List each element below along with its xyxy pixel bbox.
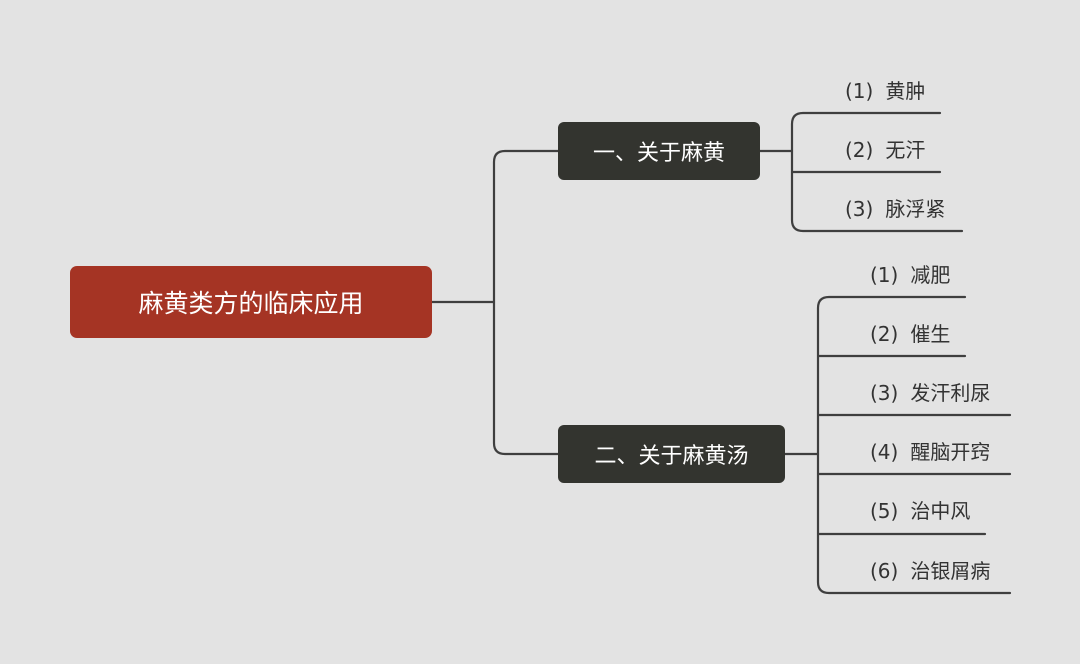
leaf-node-1-1[interactable]: (1) 黄肿 [845,78,925,104]
leaf-number: (3) [870,381,899,405]
connector-trunk [492,149,560,456]
leaf-text: 催生 [910,322,951,346]
connector-branch-1-rail [790,111,964,233]
leaf-text: 减肥 [910,263,951,287]
leaf-number: (2) [845,138,874,162]
leaf-node-1-2[interactable]: (2) 无汗 [845,137,925,163]
leaf-node-2-2[interactable]: (2) 催生 [870,321,950,347]
leaf-text: 发汗利尿 [910,381,991,405]
leaf-text: 无汗 [885,138,926,162]
leaf-number: (2) [870,322,899,346]
leaf-number: (6) [870,559,899,583]
leaf-node-2-3[interactable]: (3) 发汗利尿 [870,380,990,406]
leaf-node-2-5[interactable]: (5) 治中风 [870,498,970,524]
leaf-number: (3) [845,197,874,221]
branch-node-2[interactable]: 二、关于麻黄汤 [558,425,785,483]
leaf-number: (4) [870,440,899,464]
branch-node-1[interactable]: 一、关于麻黄 [558,122,760,180]
leaf-text: 脉浮紧 [885,197,946,221]
leaf-number: (5) [870,499,899,523]
connector-branch-2-rail [816,295,1012,595]
leaf-number: (1) [845,79,874,103]
leaf-node-2-6[interactable]: (6) 治银屑病 [870,558,990,584]
leaf-number: (1) [870,263,899,287]
leaf-text: 治银屑病 [910,559,991,583]
leaf-text: 治中风 [910,499,971,523]
leaf-node-2-4[interactable]: (4) 醒脑开窍 [870,439,990,465]
leaf-node-2-1[interactable]: (1) 减肥 [870,262,950,288]
root-node[interactable]: 麻黄类方的临床应用 [70,266,432,338]
leaf-text: 黄肿 [885,79,926,103]
leaf-node-1-3[interactable]: (3) 脉浮紧 [845,196,945,222]
leaf-text: 醒脑开窍 [910,440,991,464]
